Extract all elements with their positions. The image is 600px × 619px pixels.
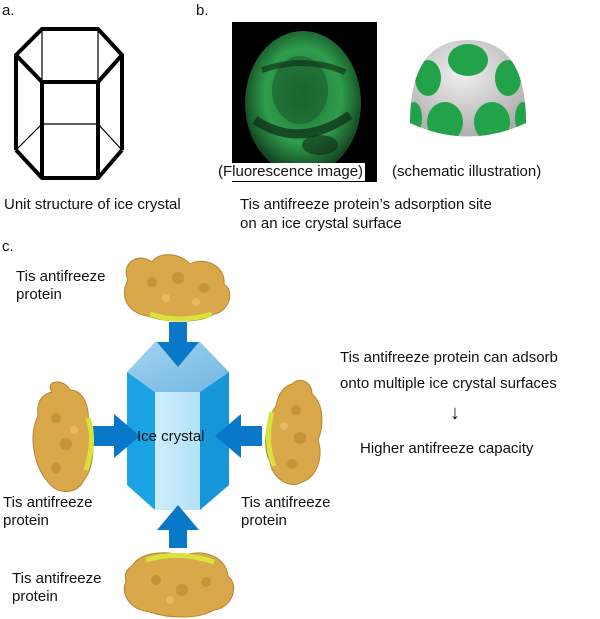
protein-right xyxy=(266,380,322,484)
protein-label-top: Tis antifreeze protein xyxy=(16,268,105,304)
panel-a-caption: Unit structure of ice crystal xyxy=(4,196,181,214)
ice-crystal-label: Ice crystal xyxy=(137,428,205,446)
panel-c-letter: c. xyxy=(2,238,14,256)
protein-label-bottom: Tis antifreeze protein xyxy=(12,570,101,606)
protein-label-right: Tis antifreeze protein xyxy=(241,494,330,530)
protein-top xyxy=(124,255,229,321)
panel-b-caption-line2: on an ice crystal surface xyxy=(240,215,402,233)
down-arrow-symbol: ↓ xyxy=(450,402,460,424)
ice-crystal-unit-prism xyxy=(16,29,122,178)
statement-line2: onto multiple ice crystal surfaces xyxy=(340,375,557,393)
statement-line1: Tis antifreeze protein can adsorb xyxy=(340,349,558,367)
schematic-illustration-label: (schematic illustration) xyxy=(392,163,541,181)
fluorescence-image xyxy=(232,22,377,182)
schematic-dome xyxy=(406,40,531,142)
ice-crystal-hidden-edges xyxy=(16,29,122,150)
protein-left xyxy=(33,382,93,492)
protein-label-left: Tis antifreeze protein xyxy=(3,494,92,530)
ice-crystal-prism xyxy=(127,342,229,510)
arrow-up-bottom xyxy=(157,505,199,548)
result-label: Higher antifreeze capacity xyxy=(360,440,533,458)
protein-bottom xyxy=(124,553,233,617)
panel-b-caption-line1: Tis antifreeze protein’s adsorption site xyxy=(240,196,492,214)
fluorescence-image-label: (Fluorescence image) xyxy=(216,163,365,181)
panel-b-letter: b. xyxy=(196,2,209,20)
